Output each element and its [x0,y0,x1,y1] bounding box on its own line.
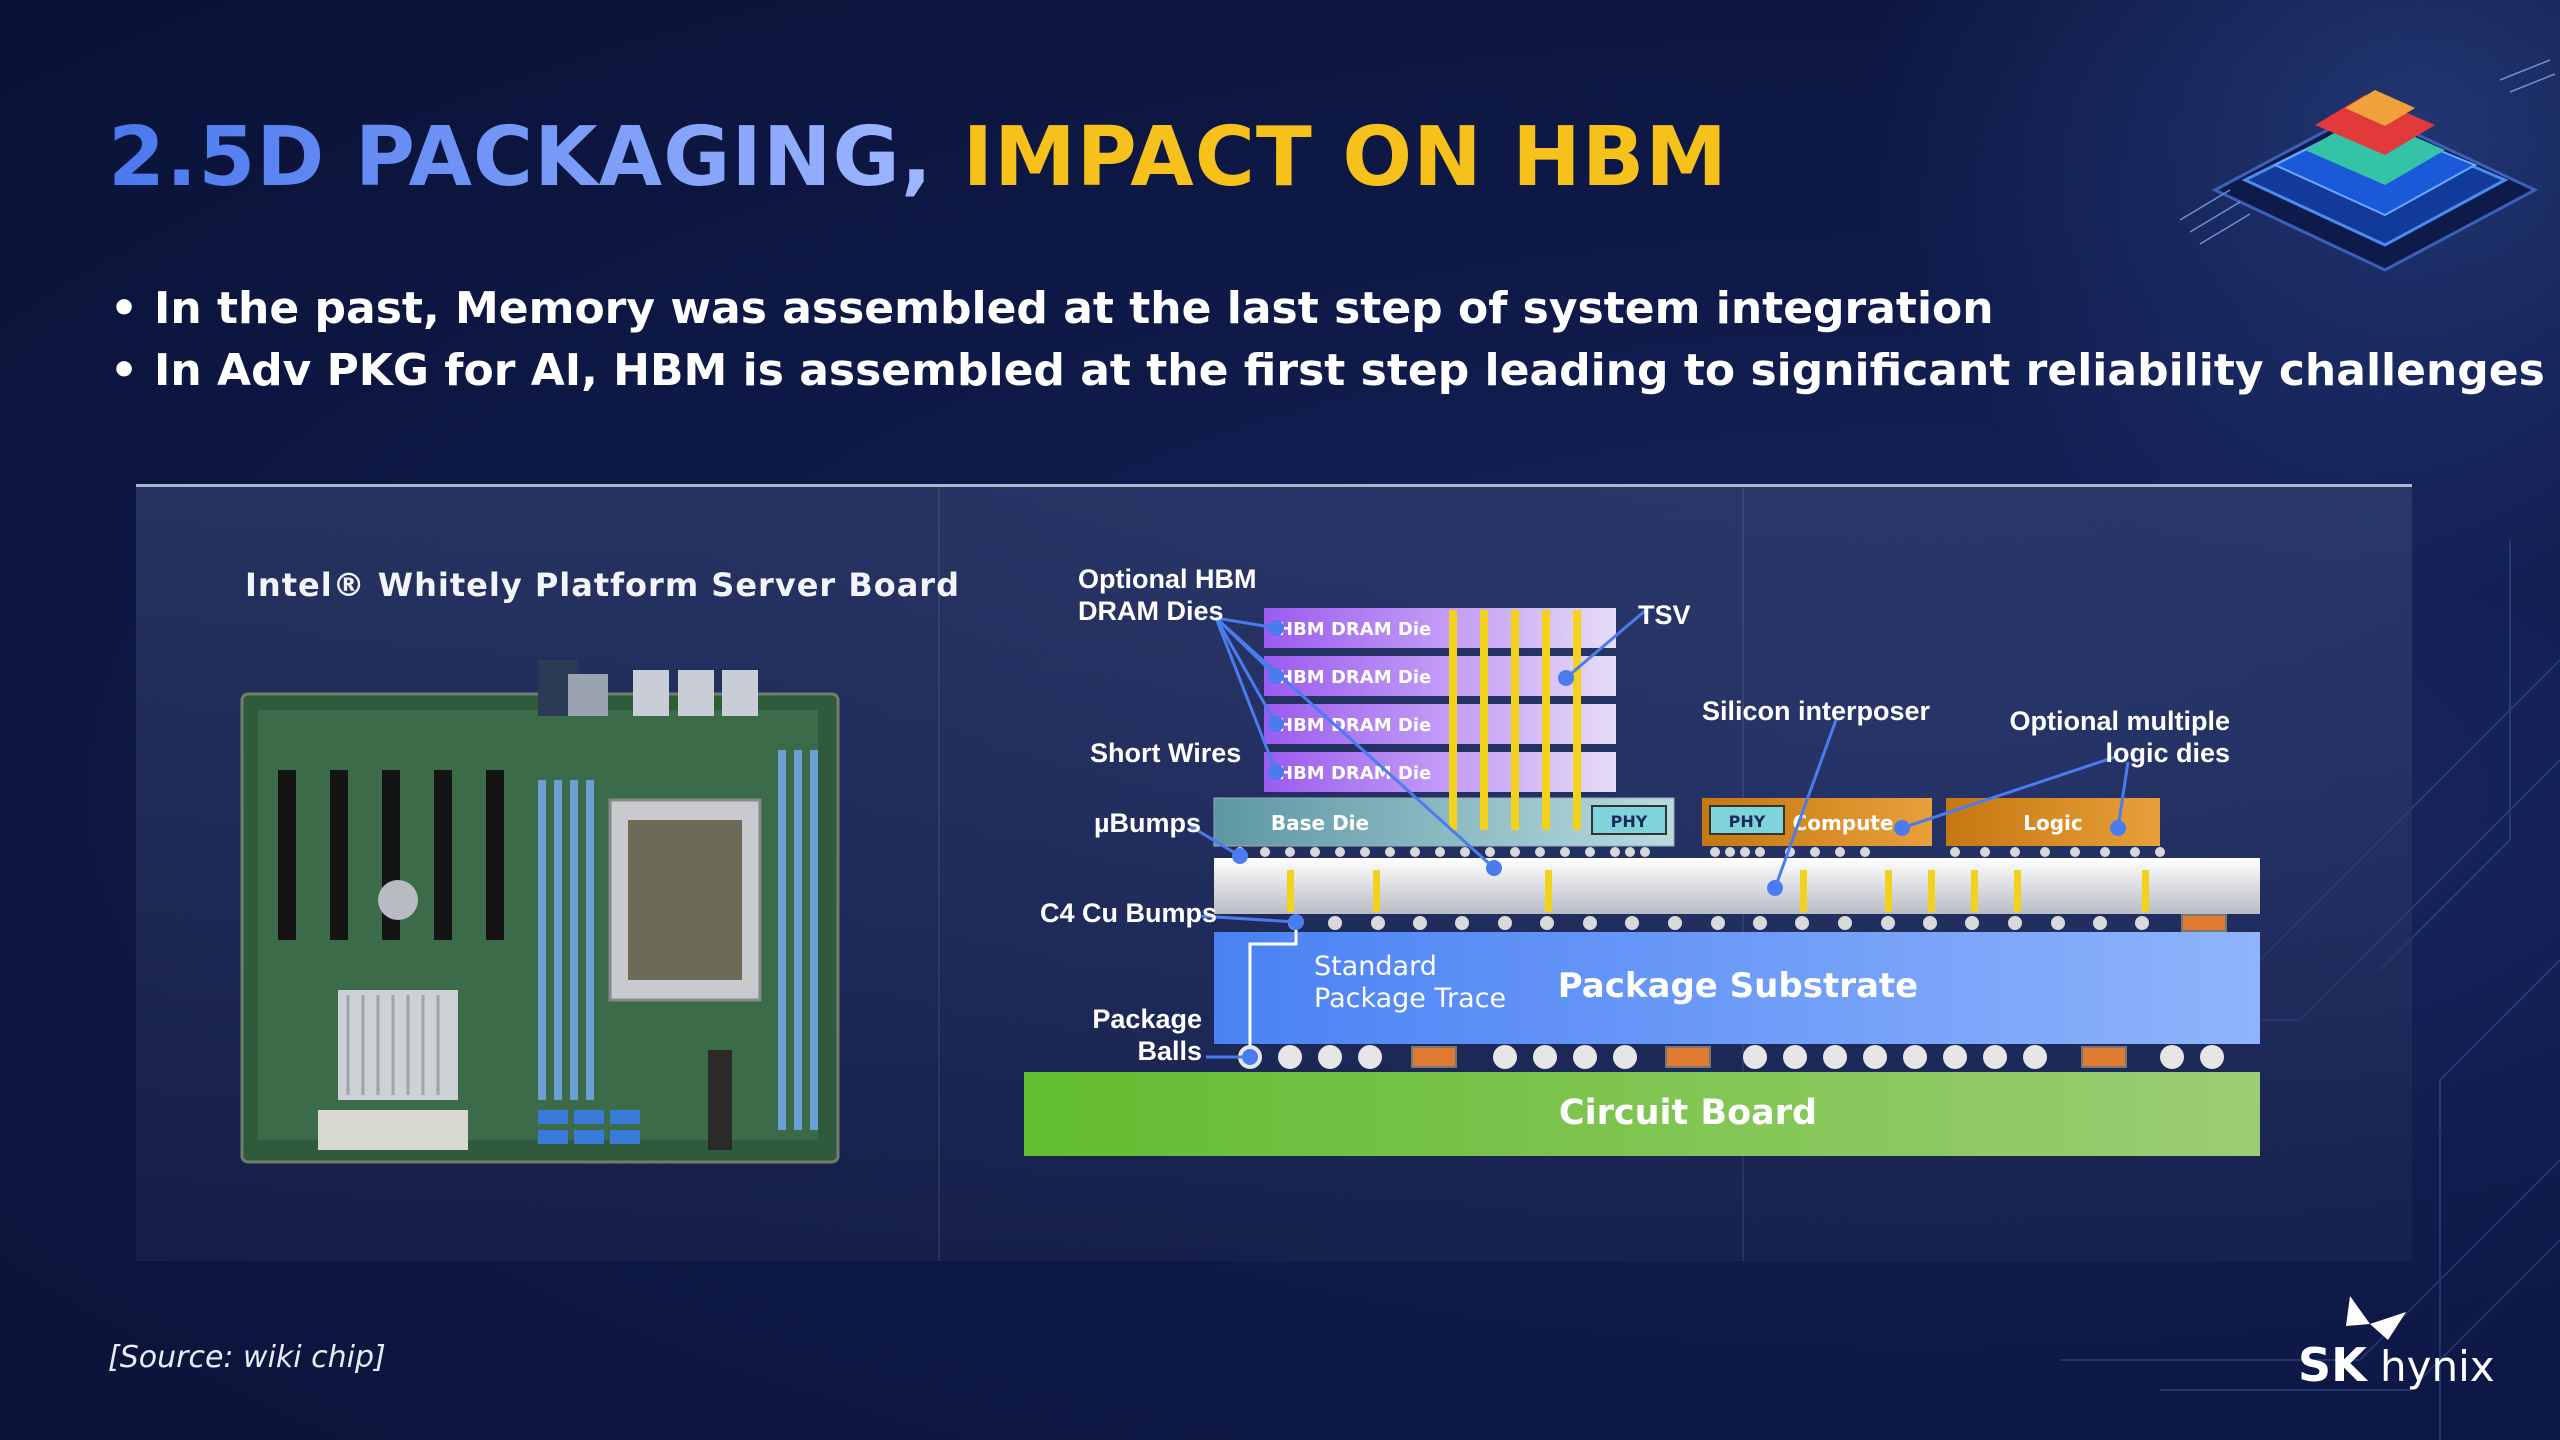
logo-hynix: hynix [2380,1342,2495,1391]
label-package: Package [1092,1004,1202,1034]
label-standard: Standard [1314,951,1437,982]
label-short-wires: Short Wires [1090,738,1241,768]
panel-divider [938,487,940,1261]
hbm-dram-die [1264,656,1616,696]
silicon-interposer-layer [1214,858,2260,914]
callout-lines [1189,608,2130,1059]
c4-bumps [1288,916,2149,930]
label-dram-dies: DRAM Dies [1078,596,1224,626]
phy-left-label: PHY [1611,812,1648,831]
label-optional-logic: Optional multiple [2010,706,2231,736]
compute-label: Compute [1793,811,1894,835]
sk-hynix-logo: SK hynix [2298,1290,2498,1392]
hbm-packaging-diagram: Circuit Board Package Substrate [1024,564,2260,1156]
label-c4-bumps: C4 Cu Bumps [1040,898,1217,928]
phy-right-label: PHY [1729,812,1766,831]
source-citation: [Source: wiki chip] [108,1340,386,1375]
base-die-label: Base Die [1271,811,1369,835]
logic-die [1946,798,2160,846]
bullet-text: In Adv PKG for AI, HBM is assembled at t… [154,345,2545,396]
title-part-blue: 2.5D PACKAGING, [108,110,933,205]
package-capacitors [1411,1046,2127,1068]
logic-label: Logic [2023,811,2083,835]
bullet-dot-icon: • [110,283,139,334]
label-package-trace: Package Trace [1314,983,1506,1014]
hbm-dram-die [1264,704,1616,744]
slide-title: 2.5D PACKAGING, IMPACT ON HBM [108,110,1728,205]
board-caption: Intel® Whitely Platform Server Board [245,566,960,604]
label-silicon-interposer: Silicon interposer [1702,696,1931,726]
bullet-list: • In the past, Memory was assembled at th… [110,278,2545,402]
label-ubumps: µBumps [1094,808,1201,838]
circuit-board-label: Circuit Board [1559,1093,1817,1133]
hbm-dram-die-label: HBM DRAM Die [1278,667,1431,688]
bullet-dot-icon: • [110,345,139,396]
package-substrate-layer [1214,932,2260,1044]
chip-illustration [2179,59,2556,272]
label-optional-hbm: Optional HBM [1078,564,1256,594]
bullet-item: • In Adv PKG for AI, HBM is assembled at … [110,340,2545,402]
hbm-tsvs [1449,610,1581,830]
butterfly-icon [2346,1296,2406,1340]
logo-sk: SK [2298,1338,2367,1392]
server-board-image [240,660,840,1164]
hbm-dram-die-label: HBM DRAM Die [1278,763,1431,784]
label-tsv: TSV [1638,600,1691,630]
package-balls [1238,1045,2224,1069]
phy-left [1591,805,1667,835]
bullet-item: • In the past, Memory was assembled at th… [110,278,2545,340]
interposer-tsvs [1287,870,2149,912]
label-logic-dies: logic dies [2105,738,2230,768]
callout-dots [1232,620,2126,1065]
hbm-dram-die-label: HBM DRAM Die [1278,715,1431,736]
package-trace [1248,924,1298,1046]
phy-right [1709,805,1785,835]
hbm-dram-die [1264,752,1616,792]
hbm-dram-die-label: HBM DRAM Die [1278,619,1431,640]
label-balls: Balls [1137,1036,1202,1066]
micro-bumps [1235,847,2165,857]
hbm-dram-stack: HBM DRAM Die HBM DRAM Die HBM DRAM Die H… [1264,608,1616,792]
hbm-dram-die [1264,608,1616,648]
title-part-yellow: IMPACT ON HBM [962,110,1728,205]
circuit-board-layer [1024,1072,2260,1156]
package-substrate-label: Package Substrate [1558,966,1918,1006]
bullet-text: In the past, Memory was assembled at the… [154,283,1994,334]
